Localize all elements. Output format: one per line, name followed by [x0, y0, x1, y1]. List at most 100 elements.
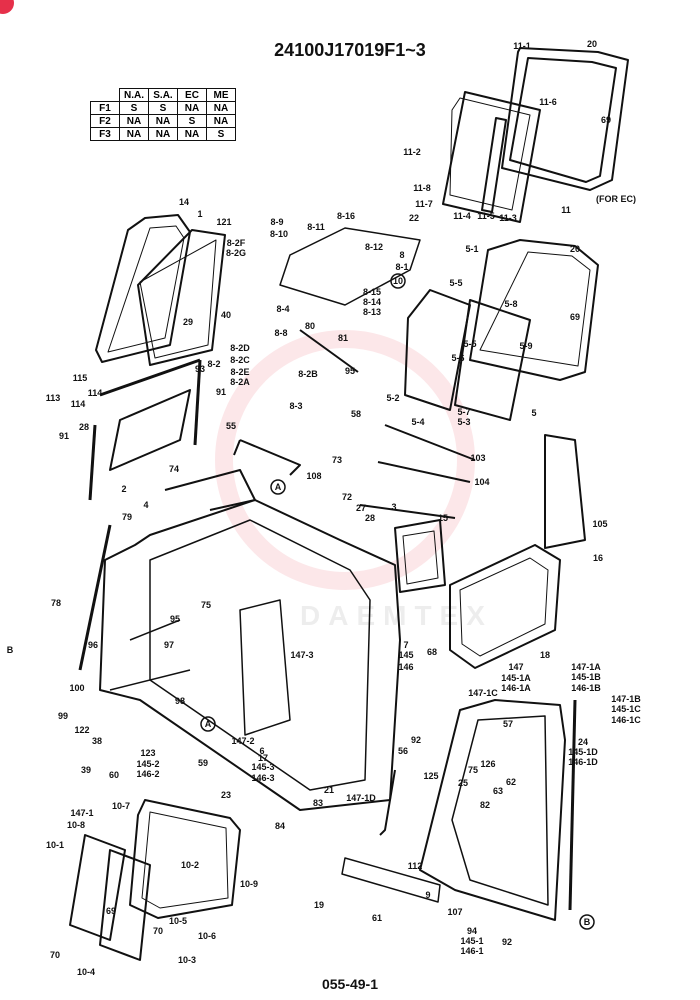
callout-label-124: 63: [493, 786, 503, 796]
door-panel-7: [419, 699, 566, 921]
callout-label-134: 112: [408, 861, 423, 871]
callout-label-30: 8-12: [365, 242, 383, 252]
callout-label-69: 73: [332, 455, 342, 465]
rod-103: [384, 424, 476, 461]
callout-label-6: 11-7: [415, 199, 433, 209]
callout-label-102: 18: [540, 650, 550, 660]
callout-label-93: 145-2: [136, 759, 159, 769]
callout-label-68: 108: [306, 471, 321, 481]
callout-label-103: 7: [403, 640, 408, 650]
callout-label-4: 11-2: [403, 147, 421, 157]
callout-label-100: 147-3: [290, 650, 313, 660]
callout-label-88: 38: [92, 736, 102, 746]
callout-label-40: 81: [338, 333, 348, 343]
strip-11-5: [481, 117, 507, 213]
callout-label-81: 95: [170, 614, 180, 624]
callout-label-47: 8-2B: [298, 369, 318, 379]
callout-label-35: 8-15: [363, 287, 381, 297]
glass-10-3: [99, 849, 151, 961]
glass-2: [109, 389, 191, 471]
callout-label-97: 17: [258, 753, 268, 763]
callout-label-24: 2: [121, 484, 126, 494]
callout-label-86: 99: [58, 711, 68, 721]
callout-label-41: 8-8: [274, 328, 287, 338]
callout-label-92: 123: [140, 748, 155, 758]
strip-75: [78, 524, 112, 671]
callout-label-151: 70: [153, 926, 163, 936]
callout-label-62: 5: [531, 408, 536, 418]
watermark-text: DAEMTEX: [300, 600, 493, 631]
callout-label-79: 78: [51, 598, 61, 608]
callout-label-38: 8-4: [276, 304, 289, 314]
callout-label-137: 61: [372, 913, 382, 923]
callout-label-160: B: [7, 645, 14, 655]
callout-label-153: 70: [50, 950, 60, 960]
callout-label-126: 145-1D: [568, 747, 598, 757]
spec-cell: NA: [119, 127, 149, 141]
glass-seal-15: [402, 530, 439, 585]
for-ec-note: (FOR EC): [596, 194, 636, 204]
callout-label-157: A: [275, 482, 282, 492]
callout-label-135: 9: [425, 890, 430, 900]
plate-107: [341, 857, 441, 903]
callout-label-78: 79: [122, 512, 132, 522]
callout-label-60: 5-7: [457, 407, 470, 417]
callout-label-101: 68: [427, 647, 437, 657]
cab-outer-frame: [99, 499, 401, 811]
glass-5-4: [454, 299, 531, 421]
callout-label-139: 92: [502, 937, 512, 947]
callout-label-15: 29: [183, 317, 193, 327]
callout-label-71: 27: [356, 503, 366, 513]
callout-label-112: 147-1B: [611, 694, 641, 704]
callout-label-152: 10-6: [198, 931, 216, 941]
callout-label-20: 93: [195, 364, 205, 374]
callout-label-95: 147-2: [231, 736, 254, 746]
callout-label-54: 69: [570, 312, 580, 322]
callout-label-118: 56: [398, 746, 408, 756]
callout-label-87: 122: [74, 725, 89, 735]
callout-label-9: 11-3: [499, 213, 517, 223]
callout-label-13: 121: [216, 217, 231, 227]
callout-label-36: 8-14: [363, 297, 381, 307]
callout-label-111: 146-1B: [571, 683, 601, 693]
cab-inner-frame: [149, 519, 371, 791]
callout-label-33: 8: [399, 250, 404, 260]
glass-3: [394, 519, 446, 593]
callout-label-49: 8-3: [289, 401, 302, 411]
diagram-footer: 055-49-1: [321, 976, 379, 992]
callout-label-141: 145-1: [460, 936, 483, 946]
callout-label-55: 5-9: [519, 341, 532, 351]
spec-cell: S: [206, 127, 236, 141]
callout-label-25: 8-9: [270, 217, 283, 227]
callout-label-61: 5-3: [457, 417, 470, 427]
bar-74: [164, 469, 256, 511]
callout-label-106: 147: [508, 662, 523, 672]
door-glass-19: [451, 715, 549, 906]
callout-label-150: 10-5: [169, 916, 187, 926]
callout-label-136: 19: [314, 900, 324, 910]
callout-label-108: 146-1A: [501, 683, 531, 693]
glass-5-2: [404, 289, 471, 411]
callout-label-29: 22: [409, 213, 419, 223]
callout-label-85: 98: [175, 696, 185, 706]
callout-label-83: 96: [88, 640, 98, 650]
callout-label-16: 114: [71, 399, 86, 409]
callout-label-3: 69: [601, 115, 611, 125]
callout-label-23: 91: [59, 431, 69, 441]
diagram-title: 24100J17019F1~3: [274, 40, 426, 60]
window-seal-69: [141, 811, 229, 909]
callout-label-56: 5-5: [463, 339, 476, 349]
roof-panel-8: [279, 227, 421, 306]
callout-label-21: 91: [216, 387, 226, 397]
callout-label-28: 8-16: [337, 211, 355, 221]
callout-label-51: 20: [570, 244, 580, 254]
reference-circle-a: [390, 273, 406, 289]
reference-circle-b2: [579, 914, 595, 930]
callout-label-98: 145-3: [251, 762, 274, 772]
strip-93: [99, 358, 201, 397]
callout-label-63: 58: [351, 409, 361, 419]
spec-row: F3 NA NA NA S: [90, 127, 236, 141]
callout-label-104: 145: [398, 650, 413, 660]
callout-label-96: 6: [259, 746, 264, 756]
